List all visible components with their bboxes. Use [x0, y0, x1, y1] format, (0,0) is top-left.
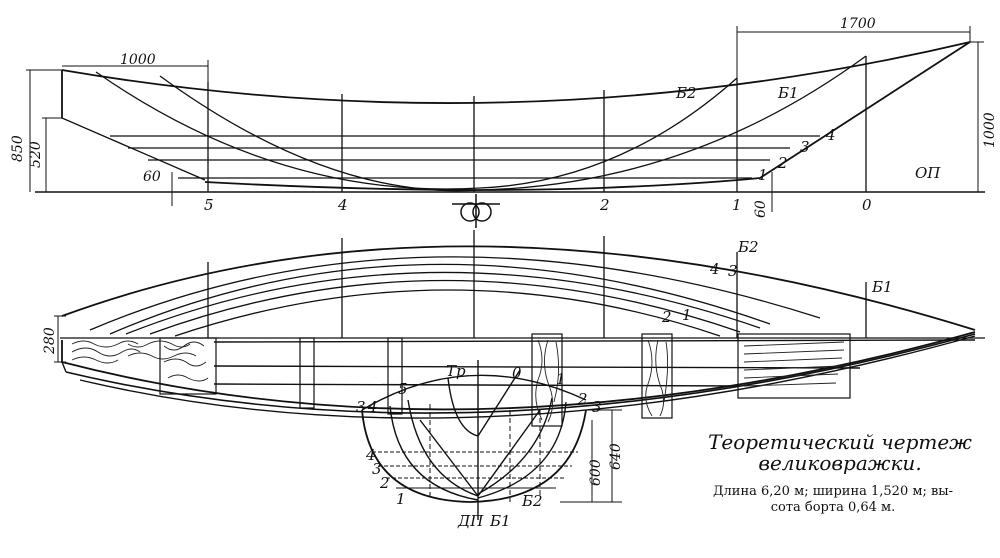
station-4-label: 4 — [337, 196, 348, 214]
body-b1-label: Б1 — [489, 512, 511, 530]
dim-280: 280 — [42, 327, 58, 355]
station-2-label: 2 — [599, 196, 610, 214]
description-line-2: сота борта 0,64 м. — [770, 500, 896, 515]
body-station-1-label: 1 — [556, 370, 566, 388]
body-dp-label: ДП — [457, 512, 484, 530]
frame-f — [159, 337, 217, 395]
body-wl-2-label: 2 — [379, 474, 390, 492]
body-wl-1-label: 1 — [396, 490, 406, 508]
frame-a — [299, 337, 315, 409]
dim-850: 850 — [10, 135, 26, 162]
plan-wl1 — [174, 289, 721, 337]
baseline-label-op: ОП — [915, 164, 941, 182]
sheer-line — [61, 41, 971, 104]
plan-wl2-label: 2 — [661, 308, 672, 326]
dim-640: 640 — [608, 443, 624, 470]
wl-2-label: 2 — [777, 154, 788, 172]
dim-60-left: 60 — [143, 169, 161, 185]
wl-1-label: 1 — [758, 166, 768, 184]
plan-wl4 — [109, 263, 771, 335]
dim-1000-top: 1000 — [120, 52, 156, 68]
buttock-b1-label: Б1 — [777, 84, 799, 102]
frame-b — [387, 337, 403, 415]
wood-grain — [71, 339, 845, 423]
description-line-1: Длина 6,20 м; ширина 1,520 м; вы- — [712, 484, 954, 499]
plan-wl1-label: 1 — [682, 306, 692, 324]
buttock-b2-label: Б2 — [675, 84, 697, 102]
wl-3-label: 3 — [800, 138, 810, 156]
body-station-3b-label: 3 — [356, 398, 366, 416]
plan-b1-label: Б1 — [871, 278, 893, 296]
hull-side — [61, 331, 976, 419]
body-station-2-label: 2 — [577, 390, 588, 408]
drawing-description: Длина 6,20 м; ширина 1,520 м; вы- сота б… — [672, 484, 994, 516]
station-5-label: 5 — [204, 196, 214, 214]
plan-view — [54, 230, 985, 363]
dim-520: 520 — [28, 141, 44, 168]
plan-wl3 — [125, 271, 761, 335]
body-b2-label: Б2 — [521, 492, 543, 510]
title-line-2: великовражки. — [758, 451, 922, 475]
station-1-label: 1 — [732, 196, 742, 214]
plan-sheer — [61, 245, 976, 331]
plan-station-5-label: 5 — [398, 380, 408, 398]
plan-b2-label: Б2 — [737, 238, 759, 256]
frame-d — [641, 333, 673, 419]
stern-bottom — [61, 117, 206, 181]
plan-wl2 — [149, 279, 741, 335]
body-plan — [361, 360, 622, 520]
profile-view — [26, 26, 985, 212]
buttock-b1 — [159, 55, 867, 192]
body-station-0-label: 0 — [512, 364, 522, 382]
title-line-1: Теоретический чертеж — [708, 430, 972, 454]
dim-1000-right: 1000 — [982, 112, 998, 148]
frame-c — [531, 333, 563, 427]
body-station-3-label: 3 — [592, 398, 602, 416]
body-wl-3-label: 3 — [372, 460, 382, 478]
body-deck — [361, 374, 587, 411]
dim-1700: 1700 — [840, 16, 876, 32]
body-tr-label: Тр — [446, 362, 466, 380]
body-wl-4-label: 4 — [365, 446, 376, 464]
drawing-title: Теоретический чертеж великовражки. — [690, 432, 990, 474]
frame-e — [737, 333, 851, 399]
dim-600: 600 — [588, 459, 604, 486]
body-outline — [361, 409, 587, 503]
plan-b2 — [89, 256, 821, 331]
buttock-b2 — [95, 71, 738, 190]
keel-line — [204, 41, 971, 191]
dim-60-right: 60 — [753, 200, 769, 218]
midship-symbol — [452, 194, 500, 228]
frames — [159, 333, 851, 427]
wl-4-label: 4 — [825, 126, 836, 144]
body-station-4b-label: 4 — [367, 398, 378, 416]
plan-wl3-label: 3 — [728, 262, 738, 280]
plan-wl4-label: 4 — [709, 260, 720, 278]
station-0-label: 0 — [862, 196, 872, 214]
